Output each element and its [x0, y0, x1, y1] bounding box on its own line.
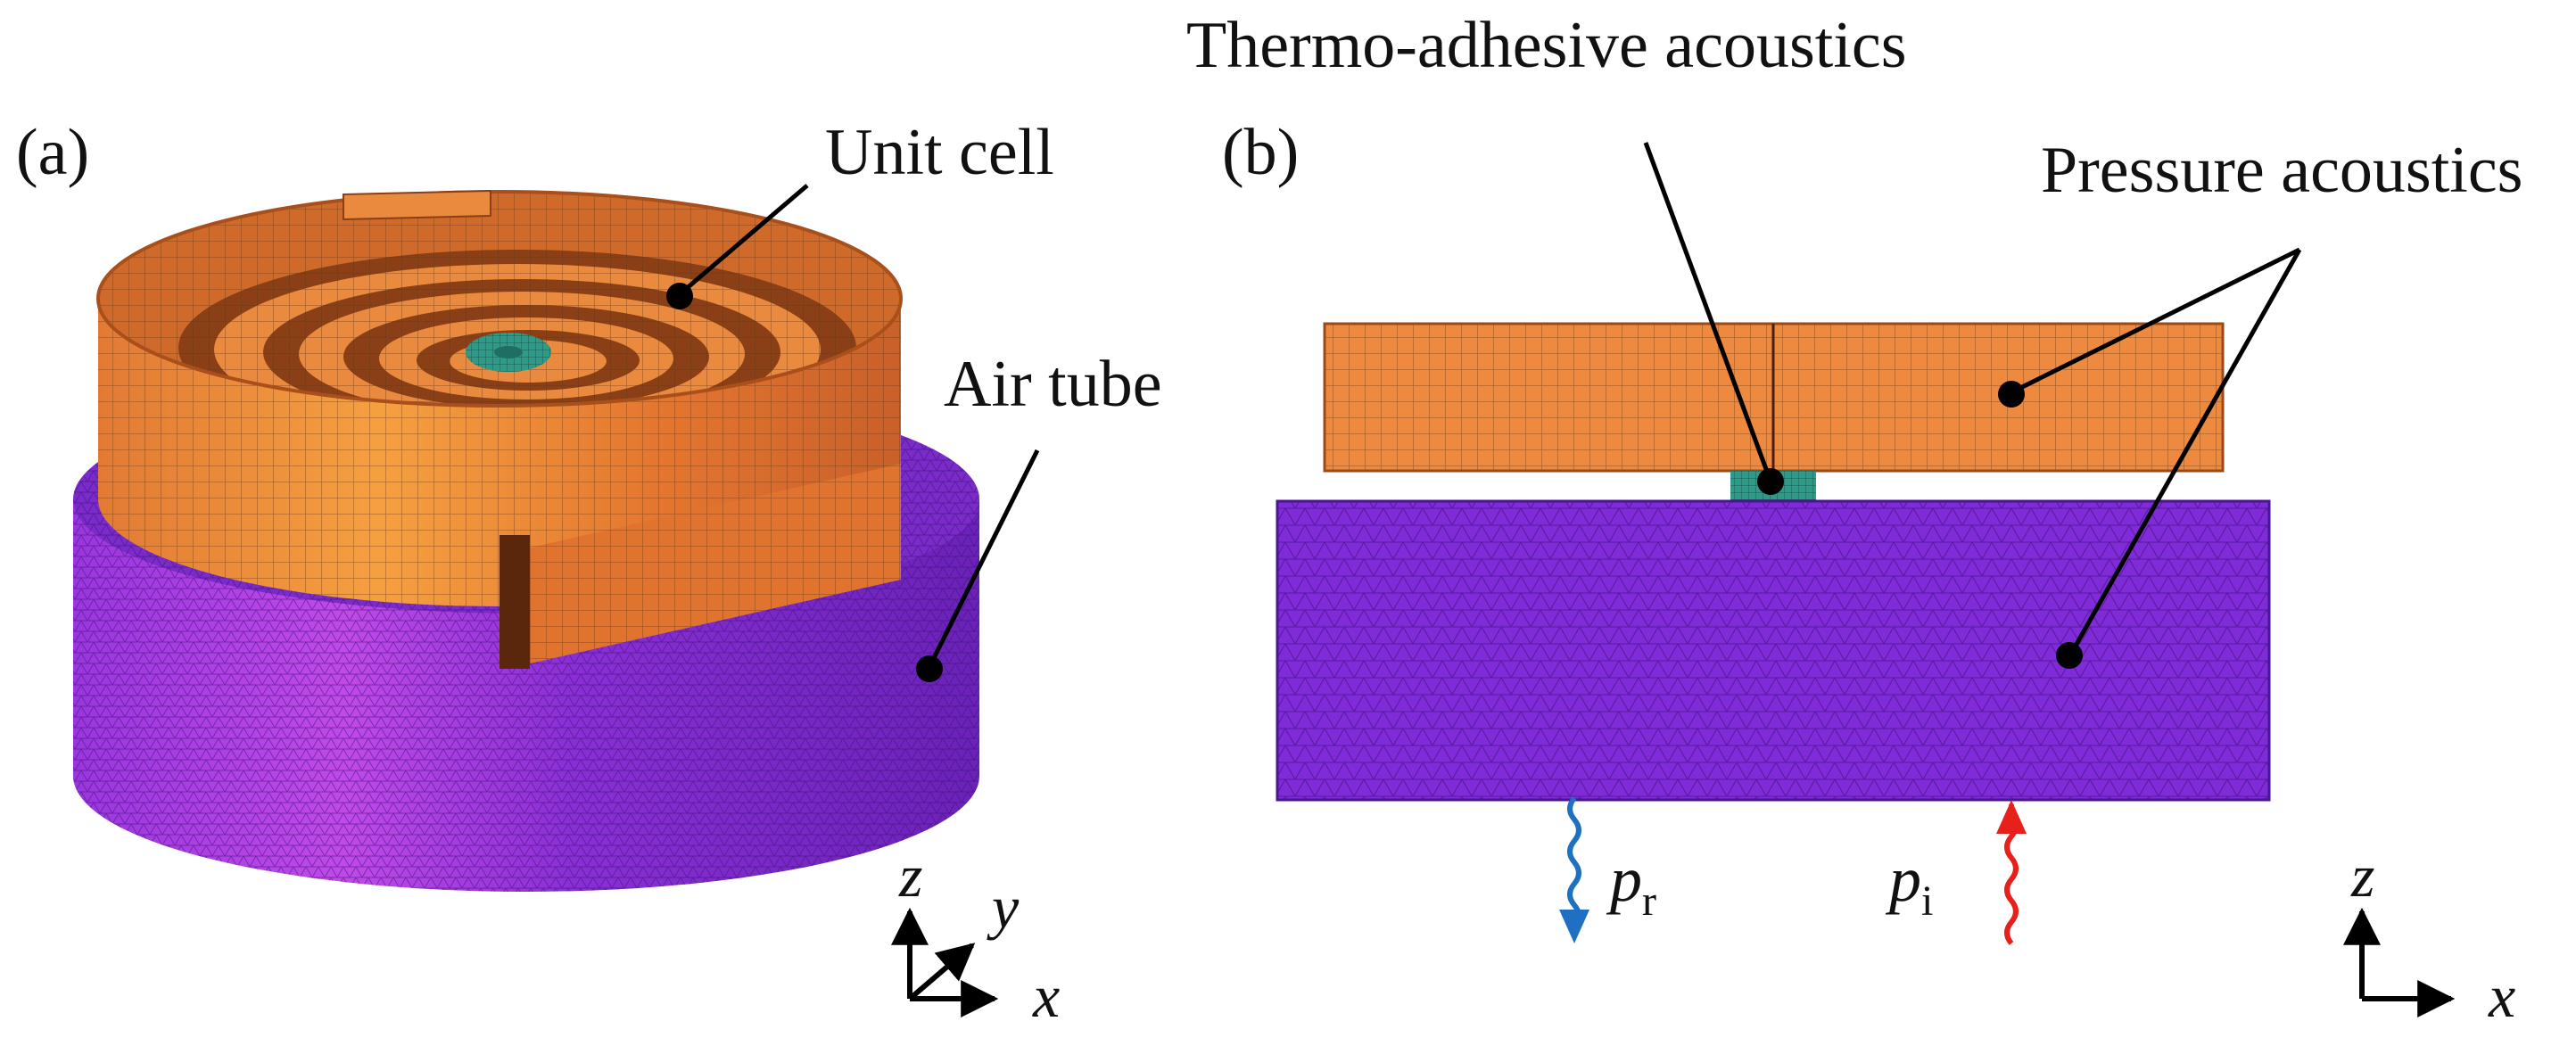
axis-label-y-a: y: [987, 873, 1020, 941]
axis-label-z-a: z: [898, 842, 922, 910]
panel-label-a: (a): [16, 116, 89, 189]
callout-unit-cell: Unit cell: [666, 116, 1054, 309]
axis-label-z-b: z: [2350, 842, 2374, 910]
axes-triad-b: z x: [2343, 842, 2515, 1030]
panel-label-b: (b): [1222, 116, 1299, 189]
incident-wave-arrow: [1996, 800, 2027, 945]
callout-air-tube: Air tube: [916, 348, 1162, 682]
label-p-reflected: pr: [1606, 844, 1656, 925]
label-p-incident: pi: [1885, 844, 1933, 925]
reflected-wave-arrow: [1559, 796, 1589, 943]
axes-triad-a: z y x: [891, 842, 1060, 1030]
adhesive-center-a: [466, 333, 551, 372]
callout-thermo-adhesive: [1643, 142, 1784, 495]
label-air-tube: Air tube: [944, 348, 1162, 421]
label-pressure-acoustics: Pressure acoustics: [2041, 134, 2522, 207]
unit-cell-2d: [1323, 322, 2225, 473]
axis-label-x-a: x: [1032, 962, 1060, 1030]
callout-pressure-acoustics: [1998, 247, 2302, 669]
air-tube-2d: [1276, 499, 2271, 802]
axis-label-x-b: x: [2488, 962, 2515, 1030]
label-thermo-adhesive: Thermo-adhesive acoustics: [1186, 9, 1907, 82]
label-unit-cell: Unit cell: [825, 116, 1054, 189]
